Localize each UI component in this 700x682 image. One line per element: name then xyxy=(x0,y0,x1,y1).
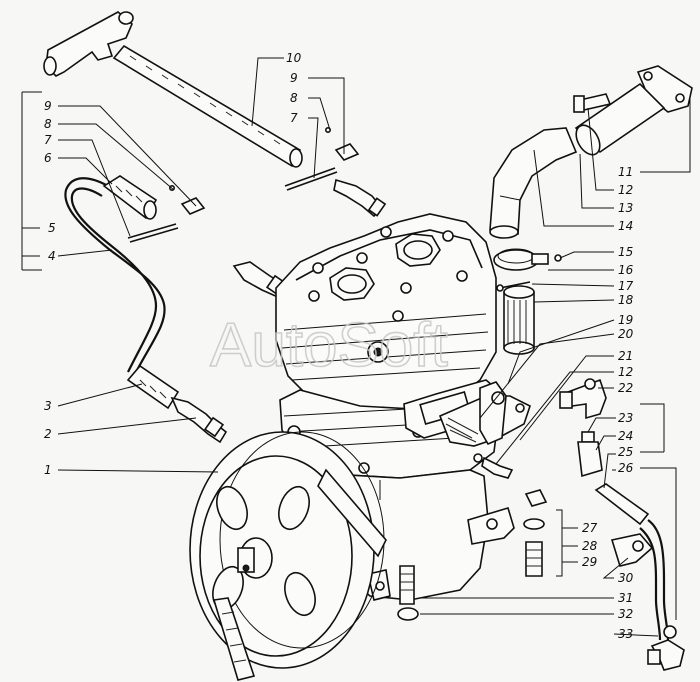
callout-18: 18 xyxy=(618,293,634,307)
watermark: AutoSoft xyxy=(210,311,448,380)
callout-2: 2 xyxy=(44,427,52,441)
hardware-27-29 xyxy=(523,489,548,577)
callout-24: 24 xyxy=(618,429,633,443)
inlet-flange-11 xyxy=(574,65,693,156)
washer-32 xyxy=(397,607,419,621)
callout-33: 33 xyxy=(618,627,633,641)
bolt-12-top xyxy=(573,93,612,113)
callout-27: 27 xyxy=(582,521,598,535)
callout-22: 22 xyxy=(618,381,633,395)
hose-10 xyxy=(112,44,303,168)
callout-14: 14 xyxy=(618,219,633,233)
callout-28: 28 xyxy=(582,539,598,553)
bracket-30 xyxy=(610,533,654,567)
callout-5: 5 xyxy=(48,221,56,235)
elbow-pipe-14 xyxy=(489,127,578,239)
clamp-16 xyxy=(493,248,562,271)
fitting-elbow-upper xyxy=(333,178,387,218)
fitting-24 xyxy=(577,431,603,478)
callout-3: 3 xyxy=(44,399,52,413)
callout-labels: 4 5 9 8 7 6 3 2 1 10 9 8 7 11 12 13 14 1… xyxy=(44,51,634,641)
callout-31: 31 xyxy=(618,591,633,605)
callout-10: 10 xyxy=(286,51,302,65)
callout-19: 19 xyxy=(618,313,633,327)
callout-26: 26 xyxy=(618,461,634,475)
callout-1: 1 xyxy=(44,463,52,477)
pipe-tee-connector xyxy=(43,11,134,77)
callout-15: 15 xyxy=(618,245,633,259)
bracket-19 xyxy=(438,381,531,447)
callout-20: 20 xyxy=(618,327,634,341)
callout-30: 30 xyxy=(618,571,634,585)
callout-9-top: 9 xyxy=(290,71,298,85)
callout-29: 29 xyxy=(582,555,597,569)
callout-13: 13 xyxy=(618,201,633,215)
stud-31 xyxy=(399,565,415,605)
clamp-group-right xyxy=(284,127,360,191)
head-nut-left xyxy=(329,267,375,301)
head-nut-right xyxy=(395,233,441,267)
leader-lines xyxy=(21,57,691,637)
callout-7-top: 7 xyxy=(290,111,298,125)
screw-17 xyxy=(496,281,531,292)
callout-8-left: 8 xyxy=(44,117,52,131)
callout-12-mid: 12 xyxy=(618,365,633,379)
hose-sleeve-3 xyxy=(126,364,180,410)
callout-23: 23 xyxy=(618,411,633,425)
fitting-2 xyxy=(170,396,228,444)
clamp-group-left xyxy=(127,185,206,243)
elbow-33 xyxy=(647,625,685,671)
sleeve-18 xyxy=(503,285,535,355)
callout-9-left: 9 xyxy=(44,99,52,113)
hose-sleeve-6 xyxy=(102,175,158,220)
callout-17: 17 xyxy=(618,279,634,293)
callout-12-top: 12 xyxy=(618,183,633,197)
callout-8-top: 8 xyxy=(290,91,298,105)
elbow-fitting-22 xyxy=(559,378,607,420)
callout-25: 25 xyxy=(618,445,633,459)
parts-drawing xyxy=(43,11,693,681)
callout-6: 6 xyxy=(44,151,52,165)
pulley-1 xyxy=(189,431,387,681)
callout-7-left: 7 xyxy=(44,133,52,147)
callout-21: 21 xyxy=(618,349,633,363)
callout-11: 11 xyxy=(618,165,633,179)
callout-32: 32 xyxy=(618,607,633,621)
callout-4: 4 xyxy=(48,249,56,263)
callout-16: 16 xyxy=(618,263,634,277)
